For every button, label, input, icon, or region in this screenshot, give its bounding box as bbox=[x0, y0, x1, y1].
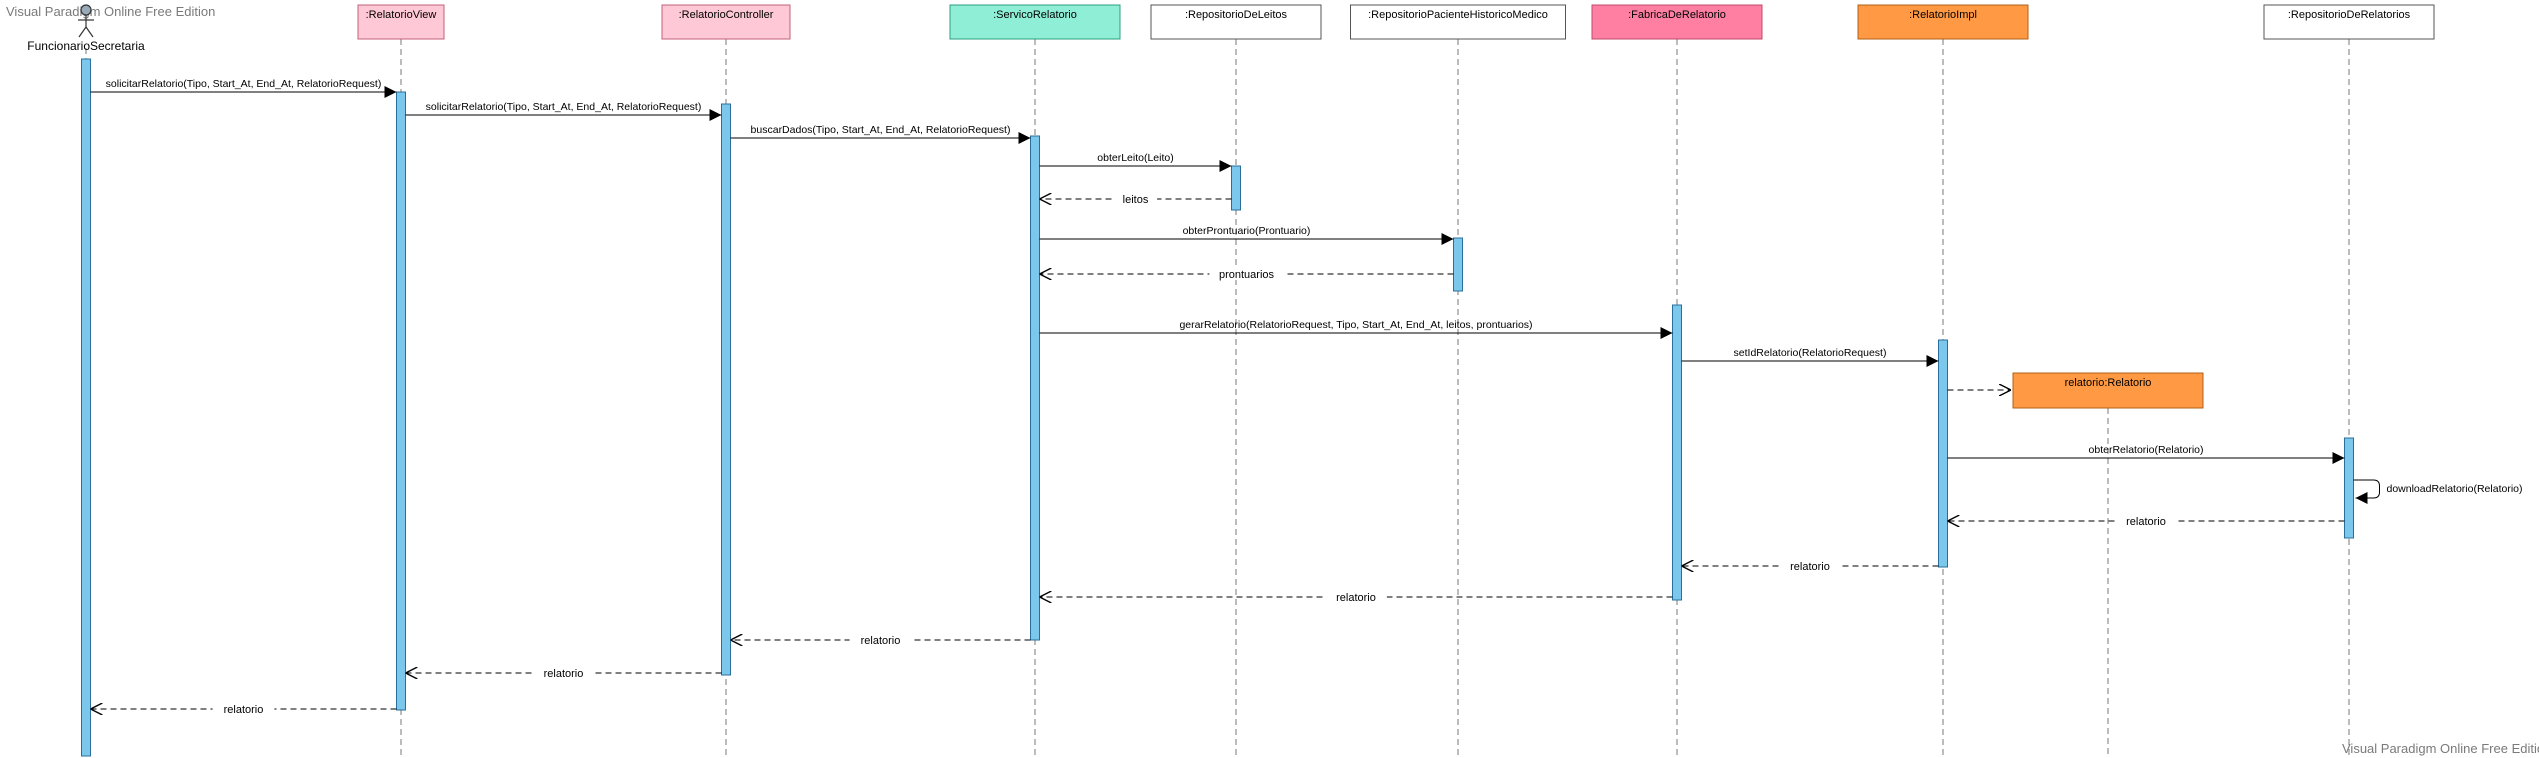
actor-leg-right bbox=[85, 26, 94, 38]
message-label-bg-14 bbox=[1779, 560, 1841, 572]
message-label-3: buscarDados(Tipo, Start_At, End_At, Rela… bbox=[751, 124, 1011, 136]
message-label-bg-7 bbox=[1209, 268, 1284, 280]
actor-label: FuncionarioSecretaria bbox=[27, 39, 145, 53]
message-label-bg-5 bbox=[1113, 193, 1158, 205]
message-18[interactable]: relatorio bbox=[90, 703, 397, 716]
participant-fabrica[interactable]: :FabricaDeRelatorio bbox=[1591, 4, 1763, 40]
activation-bar-impl[interactable] bbox=[1938, 339, 1948, 568]
participant-label-impl: :RelatorioImpl bbox=[1909, 9, 1977, 21]
participant-label-leitos: :RepositorioDeLeitos bbox=[1185, 9, 1288, 21]
activation-bar-controller[interactable] bbox=[721, 103, 731, 676]
message-7[interactable]: prontuarios bbox=[1039, 268, 1454, 281]
participant-label-repo: :RepositorioDeRelatorios bbox=[2288, 9, 2411, 21]
participant-label-controller: :RelatorioController bbox=[679, 9, 774, 21]
participant-box-view[interactable] bbox=[357, 4, 445, 40]
message-11[interactable]: obterRelatorio(Relatorio) bbox=[1947, 444, 2345, 464]
created-object-label: relatorio:Relatorio bbox=[2065, 377, 2152, 389]
message-label-18: relatorio bbox=[224, 704, 264, 716]
participant-label-fabrica: :FabricaDeRelatorio bbox=[1628, 9, 1726, 21]
actor-head bbox=[80, 4, 92, 16]
message-label-5: leitos bbox=[1123, 194, 1149, 206]
watermark-bottom: Visual Paradigm Online Free Edition bbox=[2342, 741, 2539, 756]
created-object-box[interactable] bbox=[2012, 372, 2204, 409]
message-15[interactable]: relatorio bbox=[1039, 591, 1673, 604]
message-14[interactable]: relatorio bbox=[1681, 560, 1939, 573]
message-label-15: relatorio bbox=[1336, 592, 1376, 604]
message-label-14: relatorio bbox=[1790, 561, 1830, 573]
activation-bar-fabrica[interactable] bbox=[1672, 304, 1682, 601]
message-label-bg-15 bbox=[1325, 591, 1387, 603]
message-label-12: downloadRelatorio(Relatorio) bbox=[2387, 483, 2523, 495]
participant-repo[interactable]: :RepositorioDeRelatorios bbox=[2263, 4, 2435, 40]
participant-view[interactable]: :RelatorioView bbox=[357, 4, 445, 40]
message-6[interactable]: obterProntuario(Prontuario) bbox=[1039, 225, 1454, 245]
participant-box-repo[interactable] bbox=[2263, 4, 2435, 40]
message-9[interactable]: setIdRelatorio(RelatorioRequest) bbox=[1681, 347, 1939, 367]
created-object-relatorio[interactable]: relatorio:Relatorio bbox=[2012, 372, 2204, 409]
message-2[interactable]: solicitarRelatorio(Tipo, Start_At, End_A… bbox=[405, 101, 722, 121]
participant-controller[interactable]: :RelatorioController bbox=[661, 4, 791, 40]
message-label-4: obterLeito(Leito) bbox=[1097, 152, 1173, 164]
participant-box-fabrica[interactable] bbox=[1591, 4, 1763, 40]
message-label-13: relatorio bbox=[2126, 516, 2166, 528]
watermark-top: Visual Paradigm Online Free Edition bbox=[6, 4, 216, 19]
message-12[interactable]: downloadRelatorio(Relatorio) bbox=[2353, 479, 2523, 504]
message-line-12[interactable] bbox=[2353, 479, 2380, 504]
participant-label-historico: :RepositorioPacienteHistoricoMedico bbox=[1368, 9, 1548, 21]
participant-box-historico[interactable] bbox=[1350, 4, 1566, 40]
participant-impl[interactable]: :RelatorioImpl bbox=[1857, 4, 2029, 40]
participant-label-servico: :ServicoRelatorio bbox=[993, 9, 1077, 21]
message-1[interactable]: solicitarRelatorio(Tipo, Start_At, End_A… bbox=[90, 78, 397, 98]
message-label-11: obterRelatorio(Relatorio) bbox=[2089, 444, 2204, 456]
message-5[interactable]: leitos bbox=[1039, 193, 1232, 206]
message-3[interactable]: buscarDados(Tipo, Start_At, End_At, Rela… bbox=[730, 124, 1031, 144]
message-label-16: relatorio bbox=[861, 635, 901, 647]
activation-bar-servico[interactable] bbox=[1030, 135, 1040, 641]
message-16[interactable]: relatorio bbox=[730, 634, 1031, 647]
activation-bar-actor[interactable] bbox=[81, 58, 91, 757]
participant-box-controller[interactable] bbox=[661, 4, 791, 40]
message-label-6: obterProntuario(Prontuario) bbox=[1183, 225, 1311, 237]
message-17[interactable]: relatorio bbox=[405, 667, 722, 680]
participant-servico[interactable]: :ServicoRelatorio bbox=[949, 4, 1121, 40]
activation-bar-historico[interactable] bbox=[1453, 237, 1463, 292]
participant-box-impl[interactable] bbox=[1857, 4, 2029, 40]
message-13[interactable]: relatorio bbox=[1947, 515, 2345, 528]
activation-bar-leitos[interactable] bbox=[1231, 165, 1241, 211]
participant-box-servico[interactable] bbox=[949, 4, 1121, 40]
message-label-bg-13 bbox=[2115, 515, 2177, 527]
participant-historico[interactable]: :RepositorioPacienteHistoricoMedico bbox=[1350, 4, 1566, 40]
message-8[interactable]: gerarRelatorio(RelatorioRequest, Tipo, S… bbox=[1039, 319, 1673, 339]
message-label-17: relatorio bbox=[544, 668, 584, 680]
message-label-8: gerarRelatorio(RelatorioRequest, Tipo, S… bbox=[1179, 319, 1532, 331]
message-label-bg-18 bbox=[212, 703, 275, 715]
message-label-7: prontuarios bbox=[1219, 269, 1275, 281]
message-label-1: solicitarRelatorio(Tipo, Start_At, End_A… bbox=[106, 78, 382, 90]
participant-box-leitos[interactable] bbox=[1150, 4, 1322, 40]
participant-label-view: :RelatorioView bbox=[366, 9, 437, 21]
participant-leitos[interactable]: :RepositorioDeLeitos bbox=[1150, 4, 1322, 40]
actor-leg-left bbox=[78, 26, 87, 38]
stick-figure-icon bbox=[78, 4, 94, 38]
message-label-9: setIdRelatorio(RelatorioRequest) bbox=[1734, 347, 1887, 359]
activation-bar-repo[interactable] bbox=[2344, 437, 2354, 539]
message-label-bg-16 bbox=[849, 634, 912, 646]
message-label-2: solicitarRelatorio(Tipo, Start_At, End_A… bbox=[426, 101, 702, 113]
activation-bar-view[interactable] bbox=[396, 91, 406, 711]
message-4[interactable]: obterLeito(Leito) bbox=[1039, 152, 1232, 172]
message-label-bg-17 bbox=[532, 667, 595, 679]
